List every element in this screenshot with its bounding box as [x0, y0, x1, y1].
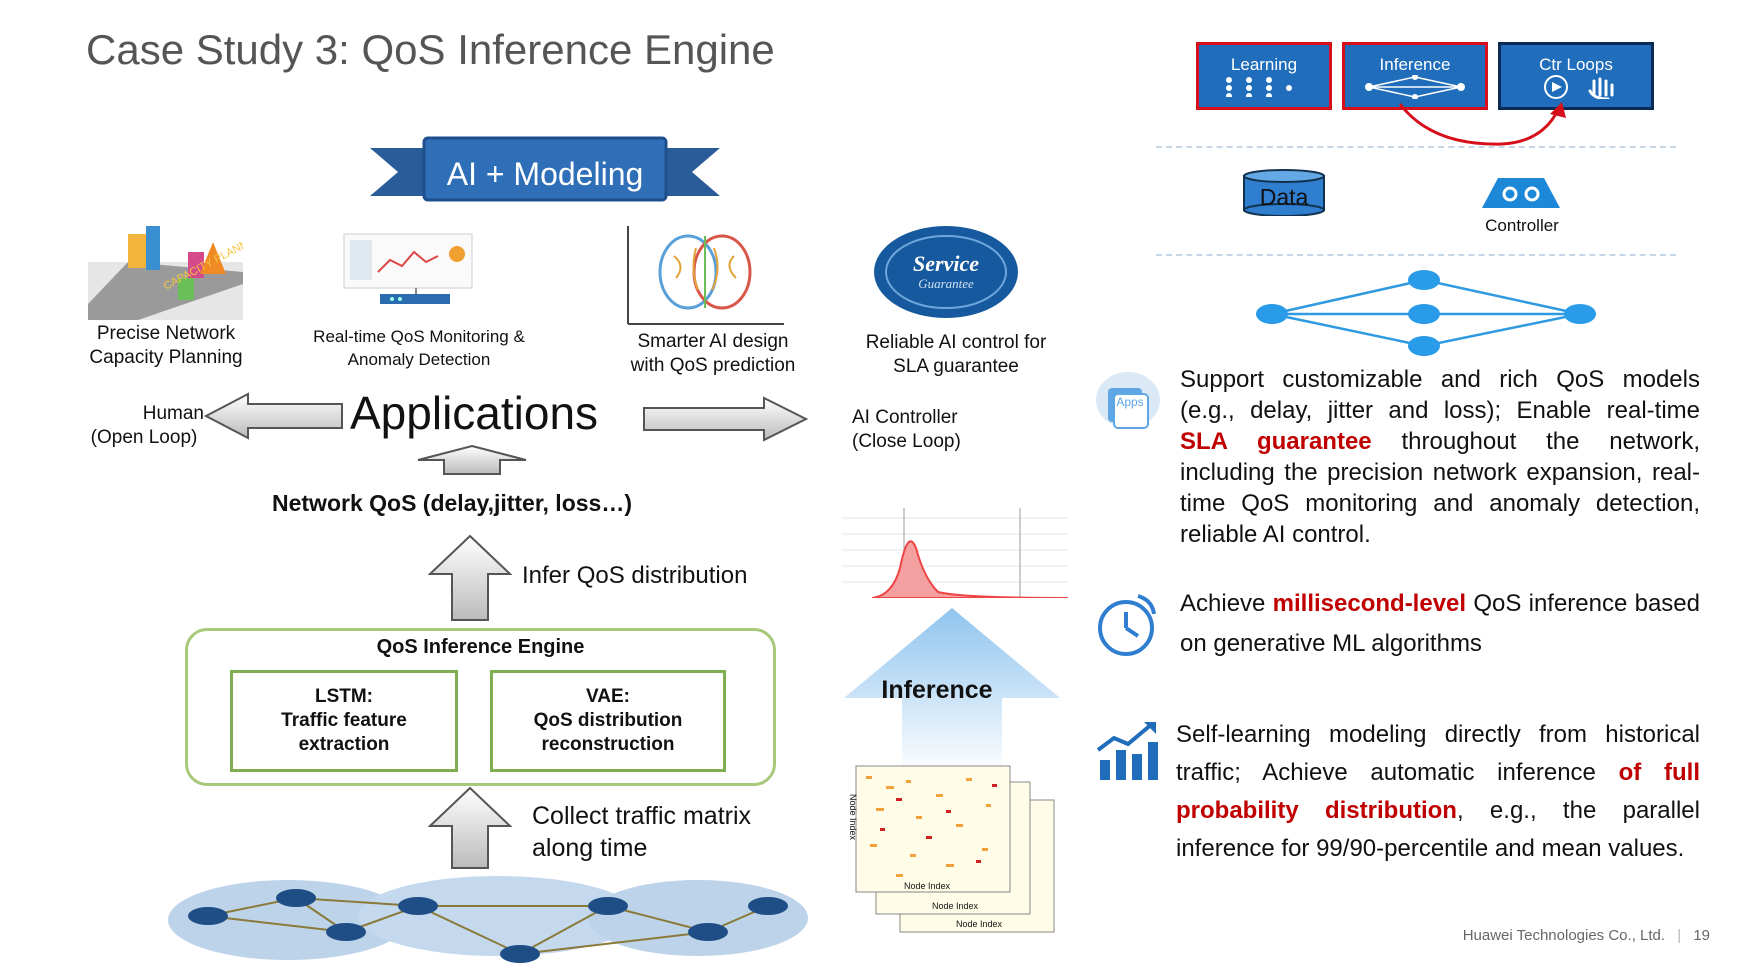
control-loop-icon: [1544, 75, 1614, 101]
traffic-matrix-stack: Node Index Node Index Node Index Node In…: [848, 765, 1055, 933]
point-1-highlight: SLA guarantee: [1180, 428, 1372, 455]
loop-red-arrow: [1398, 102, 1566, 146]
point-1-text: Support customizable and rich QoS models…: [1180, 364, 1700, 550]
label-line: (Open Loop): [90, 427, 198, 448]
left-arrow-to-human: [204, 392, 343, 440]
collect-traffic-label: Collect traffic matrix along time: [532, 800, 751, 864]
banner-ribbon: [370, 136, 720, 202]
matrix-label-x3: Node Index: [956, 919, 1003, 929]
matrix-label-y: Node Index: [848, 794, 858, 841]
divider-dashed-1: [1156, 146, 1676, 148]
up-arrow-collect: [428, 786, 512, 869]
label-line: (Close Loop): [852, 431, 961, 452]
vae-line: VAE:: [586, 686, 630, 707]
collect-line: Collect traffic matrix: [532, 802, 752, 830]
learning-button-label: Learning: [1230, 55, 1298, 74]
ctr-loops-button[interactable]: Ctr Loops: [1498, 42, 1654, 110]
matrix-label-x1: Node Index: [904, 881, 951, 891]
qos-distribution-plot: [842, 508, 1068, 598]
footer-separator: |: [1677, 927, 1682, 944]
point-2-part-c: QoS inference based on generative ML alg…: [1180, 590, 1700, 657]
network-qos-label: Network QoS (delay,jitter, loss…): [272, 490, 632, 516]
apps-cloud-icon: Apps: [1096, 372, 1160, 429]
point-2-text: Achieve millisecond-level QoS inference …: [1180, 584, 1700, 664]
caption-capacity-planning: Precise Network Capacity Planning: [76, 322, 256, 370]
point-2-highlight: millisecond-level: [1272, 590, 1467, 617]
footer-company: Huawei Technologies Co., Ltd.: [1462, 927, 1666, 944]
vae-line: QoS distribution: [533, 710, 683, 731]
lstm-line: Traffic feature: [281, 710, 407, 731]
learning-button[interactable]: Learning: [1196, 42, 1332, 110]
label-line: AI Controller: [852, 407, 958, 428]
point-3-part-a: Self-learning modeling directly from his…: [1176, 721, 1700, 786]
applications-label: Applications: [350, 387, 599, 439]
caption-line: Real-time QoS Monitoring &: [313, 327, 525, 346]
infer-qos-label: Infer QoS distribution: [522, 562, 748, 589]
divider-dashed-2: [1156, 254, 1676, 256]
vae-box: VAE: QoS distribution reconstruction: [490, 670, 726, 772]
label-line: Human: [142, 403, 204, 424]
caption-line: Smarter AI design: [637, 331, 789, 352]
right-arrow-to-ai-controller: [643, 396, 808, 442]
page-title: Case Study 3: QoS Inference Engine: [86, 26, 775, 73]
caption-qos-monitoring: Real-time QoS Monitoring & Anomaly Detec…: [296, 325, 542, 371]
caption-line: with QoS prediction: [630, 355, 796, 376]
caption-line: Anomaly Detection: [347, 350, 491, 369]
point-2-part-a: Achieve: [1180, 590, 1266, 617]
seal-text-guarantee: Guarantee: [918, 276, 974, 291]
banner-title: AI + Modeling: [446, 156, 644, 192]
caption-line: Precise Network: [96, 323, 236, 344]
caption-line: Capacity Planning: [89, 347, 243, 368]
point-1-part-c: throughout the network, including the pr…: [1180, 428, 1700, 548]
network-topology-diagram: [1256, 270, 1596, 356]
ai-brain-image: [627, 226, 784, 325]
neural-net-icon: [1226, 77, 1292, 99]
up-arrow-infer: [428, 534, 512, 621]
controller-label: Controller: [1485, 216, 1559, 235]
inference-button[interactable]: Inference: [1342, 42, 1488, 110]
collect-line: along time: [532, 834, 648, 862]
footer: Huawei Technologies Co., Ltd. | 19: [1463, 927, 1710, 944]
caption-smarter-ai: Smarter AI design with QoS prediction: [610, 330, 816, 378]
database-icon: [1243, 169, 1325, 216]
controller-icon: [1482, 178, 1560, 208]
ai-controller-label: AI Controller (Close Loop): [852, 406, 961, 454]
up-arrow-applications: [417, 444, 527, 475]
seal-text-service: Service: [913, 251, 979, 276]
inference-label: Inference: [881, 676, 993, 704]
lstm-line: LSTM:: [314, 686, 374, 707]
caption-reliable-ai: Reliable AI control for SLA guarantee: [846, 331, 1066, 379]
ctr-loops-button-label: Ctr Loops: [1539, 55, 1613, 74]
data-label: Data: [1259, 184, 1309, 210]
qos-monitoring-image: [343, 233, 473, 304]
point-3-text: Self-learning modeling directly from his…: [1176, 716, 1700, 868]
inference-network-icon: [1365, 74, 1465, 100]
apps-icon-label: Apps: [1116, 395, 1143, 409]
inference-button-label: Inference: [1379, 55, 1451, 74]
network-topology-clouds: [168, 876, 808, 963]
point-3-highlight: of full probability distribution: [1176, 759, 1700, 824]
caption-line: SLA guarantee: [893, 356, 1019, 377]
lstm-line: extraction: [298, 734, 390, 755]
timer-icon: [1098, 594, 1156, 656]
qos-inference-engine-box: [185, 628, 776, 786]
point-3-part-c: , e.g., the parallel inference for 99/90…: [1176, 797, 1700, 862]
footer-page-number: 19: [1693, 927, 1710, 944]
engine-title: QoS Inference Engine: [376, 636, 585, 658]
point-1-part-a: Support customizable and rich QoS models…: [1180, 366, 1700, 424]
capacity-planning-image: CAPACITY PLANNING: [88, 226, 243, 320]
growth-chart-icon: [1096, 722, 1158, 780]
inference-cone-arrow: [844, 608, 1060, 774]
service-guarantee-seal: Service Guarantee: [874, 226, 1018, 318]
vae-line: reconstruction: [541, 734, 675, 755]
human-open-loop-label: Human (Open Loop): [84, 402, 204, 450]
caption-line: Reliable AI control for: [865, 332, 1047, 353]
matrix-label-x2: Node Index: [932, 901, 979, 911]
lstm-box: LSTM: Traffic feature extraction: [230, 670, 458, 772]
